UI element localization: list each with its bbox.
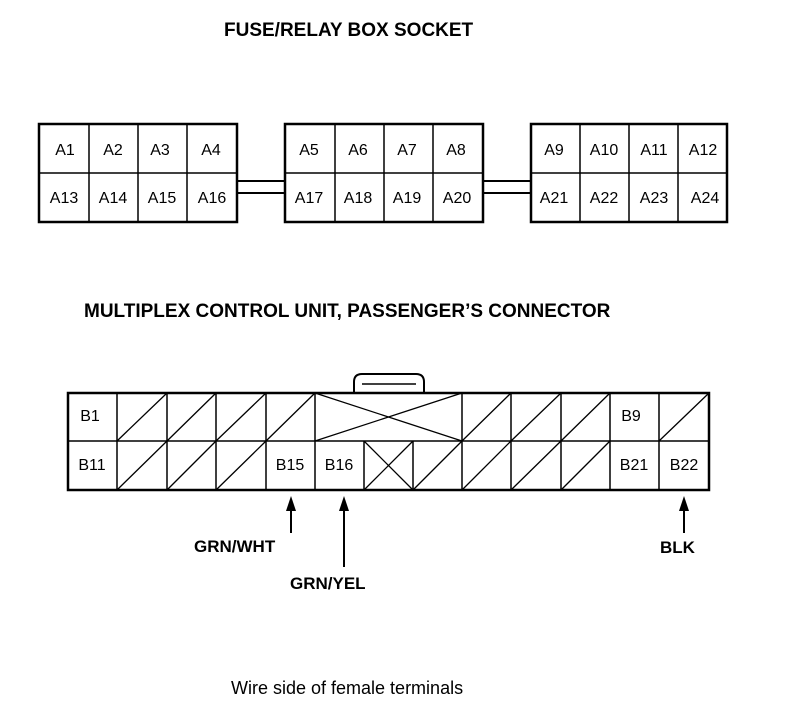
terminal-b22: B22 (670, 457, 699, 474)
terminal-a12: A12 (689, 142, 718, 159)
terminal-a3: A3 (150, 142, 170, 159)
block-link-2 (483, 180, 531, 194)
terminal-a21: A21 (540, 190, 569, 207)
terminal-a24: A24 (691, 190, 720, 207)
terminal-a18: A18 (344, 190, 373, 207)
terminal-a17: A17 (295, 190, 324, 207)
terminal-a4: A4 (201, 142, 221, 159)
terminal-a13: A13 (50, 190, 79, 207)
terminal-a9: A9 (544, 142, 564, 159)
arrow-b22 (679, 496, 689, 533)
terminal-b16: B16 (325, 457, 354, 474)
blank-cavity-small-cross (363, 440, 414, 491)
blank-cavity-cross (314, 392, 463, 442)
fuse-box-socket (37, 122, 729, 224)
wire-arrows (286, 496, 689, 567)
terminal-a19: A19 (393, 190, 422, 207)
terminal-a16: A16 (198, 190, 227, 207)
mcu-labels: B1 B9 B11 B15 B16 B21 B22 (78, 408, 698, 474)
terminal-a11: A11 (640, 142, 667, 159)
fuse-box-title: FUSE/RELAY BOX SOCKET (224, 20, 474, 41)
terminal-a15: A15 (148, 190, 177, 207)
block-link-1 (237, 180, 285, 194)
connector-lock-tab (353, 373, 425, 393)
arrow-b15 (286, 496, 296, 533)
terminal-a8: A8 (446, 142, 466, 159)
terminal-a7: A7 (397, 142, 417, 159)
fuse-block-3 (529, 122, 729, 224)
terminal-a6: A6 (348, 142, 368, 159)
mcu-connector (66, 373, 711, 492)
terminal-b15: B15 (276, 457, 305, 474)
terminal-a23: A23 (640, 190, 669, 207)
terminal-a22: A22 (590, 190, 619, 207)
terminal-a2: A2 (103, 142, 123, 159)
terminal-a10: A10 (590, 142, 619, 159)
terminal-b21: B21 (620, 457, 649, 474)
wire-color-b15: GRN/WHT (194, 537, 276, 556)
terminal-a14: A14 (99, 190, 128, 207)
fuse-block-2 (283, 122, 485, 224)
terminal-b11: B11 (78, 457, 105, 474)
terminal-b1: B1 (80, 408, 100, 425)
terminal-b9: B9 (621, 408, 641, 425)
fuse-box-labels: A1 A2 A3 A4 A13 A14 A15 A16 A5 A6 A7 A8 … (50, 142, 720, 207)
wire-color-b22: BLK (660, 538, 695, 557)
wire-color-b16: GRN/YEL (290, 574, 366, 593)
unused-cavity-marks (116, 392, 710, 491)
arrow-b16 (339, 496, 349, 567)
terminal-a20: A20 (443, 190, 472, 207)
view-note: Wire side of female terminals (231, 678, 464, 698)
mcu-connector-title: MULTIPLEX CONTROL UNIT, PASSENGER’S CONN… (84, 301, 611, 322)
terminal-a5: A5 (299, 142, 319, 159)
fuse-block-1 (37, 122, 239, 224)
terminal-a1: A1 (55, 142, 75, 159)
